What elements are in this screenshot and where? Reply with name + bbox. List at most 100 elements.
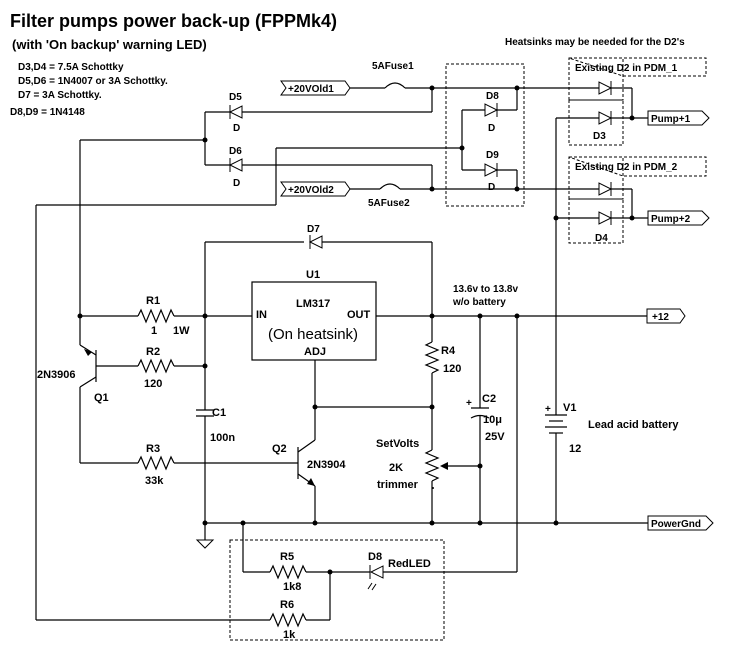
battery-v1 bbox=[545, 405, 567, 523]
diode-d9 bbox=[484, 163, 499, 177]
port-in2-label: +20VOld2 bbox=[288, 185, 334, 196]
resistor-r4 bbox=[424, 341, 440, 374]
diode-d8 bbox=[484, 103, 499, 117]
d9-label: D9 bbox=[486, 150, 499, 161]
heatsink-note: Heatsinks may be needed for the D2's bbox=[505, 37, 685, 48]
port-in1: +20VOld1 bbox=[280, 80, 351, 96]
c1-value: 100n bbox=[210, 432, 235, 444]
fuse2-label: 5AFuse2 bbox=[368, 198, 410, 209]
pdm1-label: Existing D2 in PDM_1 bbox=[575, 63, 678, 74]
u1-adj-pin: ADJ bbox=[304, 346, 326, 358]
r3-value: 33k bbox=[145, 475, 164, 487]
resistor-r6 bbox=[269, 612, 307, 628]
r2-label: R2 bbox=[146, 346, 160, 358]
diode-d7 bbox=[308, 235, 323, 249]
port-gnd: PowerGnd bbox=[647, 515, 714, 531]
d4-label: D4 bbox=[595, 233, 608, 244]
fuse1-label: 5AFuse1 bbox=[372, 61, 414, 72]
resistor-r5 bbox=[269, 564, 307, 580]
trimmer-type: trimmer bbox=[377, 479, 419, 491]
diode-d6 bbox=[228, 158, 243, 172]
diode-pdm2-d2 bbox=[598, 182, 613, 196]
port-in2: +20VOld2 bbox=[280, 181, 351, 197]
d8-label: D8 bbox=[486, 91, 499, 102]
diode-d5 bbox=[228, 105, 243, 119]
port-in1-label: +20VOld1 bbox=[288, 84, 334, 95]
trimmer-setvolts bbox=[424, 449, 440, 482]
d6-value: D bbox=[233, 178, 240, 189]
u1-out-pin: OUT bbox=[347, 309, 371, 321]
fuse1-symbol bbox=[384, 82, 406, 89]
d8-d9-box bbox=[445, 63, 525, 207]
r3-label: R3 bbox=[146, 443, 160, 455]
volt-note-2: w/o battery bbox=[452, 297, 506, 308]
d8-led-label: D8 bbox=[368, 551, 382, 563]
d7-label: D7 bbox=[307, 224, 320, 235]
u1-part: LM317 bbox=[296, 298, 330, 310]
v1-label: V1 bbox=[563, 402, 576, 414]
c1-label: C1 bbox=[212, 407, 226, 419]
d5-value: D bbox=[233, 123, 240, 134]
r6-label: R6 bbox=[280, 599, 294, 611]
resistor-r3 bbox=[137, 455, 175, 471]
v1-plus: + bbox=[545, 404, 551, 415]
note-1: D3,D4 = 7.5A Schottky bbox=[18, 62, 124, 73]
c2-value-2: 25V bbox=[485, 431, 505, 443]
c2-label: C2 bbox=[482, 393, 496, 405]
fuse2-symbol bbox=[379, 183, 401, 190]
d6-label: D6 bbox=[229, 146, 242, 157]
port-pump2: Pump+2 bbox=[647, 210, 710, 226]
led-d8 bbox=[367, 565, 384, 591]
capacitor-c2 bbox=[470, 407, 490, 523]
v1-value: 12 bbox=[569, 443, 581, 455]
r4-value: 120 bbox=[443, 363, 461, 375]
transistor-q1 bbox=[79, 316, 138, 463]
trimmer-value: 2K bbox=[389, 462, 403, 474]
r1-power: 1W bbox=[173, 325, 190, 337]
q2-label: Q2 bbox=[272, 443, 287, 455]
r5-value: 1k8 bbox=[283, 581, 301, 593]
port-out12: +12 bbox=[646, 308, 686, 324]
capacitor-c1 bbox=[196, 409, 214, 523]
battery-label: Lead acid battery bbox=[588, 419, 679, 431]
port-out12-label: +12 bbox=[652, 312, 669, 323]
c2-plus: + bbox=[466, 398, 472, 409]
led-box bbox=[229, 539, 445, 641]
pdm2-label: Existing D2 in PDM_2 bbox=[575, 162, 678, 173]
port-pump1-label: Pump+1 bbox=[651, 114, 691, 125]
d5-label: D5 bbox=[229, 92, 242, 103]
setvolts-label: SetVolts bbox=[376, 438, 419, 450]
r6-value: 1k bbox=[283, 629, 296, 641]
u1-heatsink-note: (On heatsink) bbox=[268, 326, 358, 343]
diode-pdm1-d2 bbox=[598, 81, 613, 95]
u1-in-pin: IN bbox=[256, 309, 267, 321]
r1-value: 1 bbox=[151, 325, 157, 337]
regulator-u1 bbox=[251, 281, 377, 361]
volt-note-1: 13.6v to 13.8v bbox=[453, 284, 518, 295]
d8-value: D bbox=[488, 123, 495, 134]
port-pump2-label: Pump+2 bbox=[651, 214, 691, 225]
q1-type: 2N3906 bbox=[37, 369, 76, 381]
note-3: D7 = 3A Schottky. bbox=[18, 90, 102, 101]
r4-label: R4 bbox=[441, 345, 456, 357]
r1-label: R1 bbox=[146, 295, 160, 307]
port-gnd-label: PowerGnd bbox=[651, 519, 701, 530]
r5-label: R5 bbox=[280, 551, 294, 563]
resistor-r1 bbox=[137, 308, 175, 324]
ground-symbol bbox=[195, 539, 215, 549]
page-title: Filter pumps power back-up (FPPMk4) bbox=[10, 11, 337, 31]
subtitle: (with 'On backup' warning LED) bbox=[12, 37, 207, 52]
diode-d4 bbox=[598, 211, 613, 225]
resistor-r2 bbox=[137, 358, 175, 374]
q2-type: 2N3904 bbox=[307, 459, 346, 471]
c2-value-1: 10μ bbox=[483, 414, 502, 426]
port-pump1: Pump+1 bbox=[647, 110, 710, 126]
transistor-q2 bbox=[297, 360, 316, 523]
q1-label: Q1 bbox=[94, 392, 109, 404]
d3-label: D3 bbox=[593, 131, 606, 142]
u1-label: U1 bbox=[306, 269, 320, 281]
note-2: D5,D6 = 1N4007 or 3A Schottky. bbox=[18, 76, 168, 87]
redled-label: RedLED bbox=[388, 558, 431, 570]
r2-value: 120 bbox=[144, 378, 162, 390]
